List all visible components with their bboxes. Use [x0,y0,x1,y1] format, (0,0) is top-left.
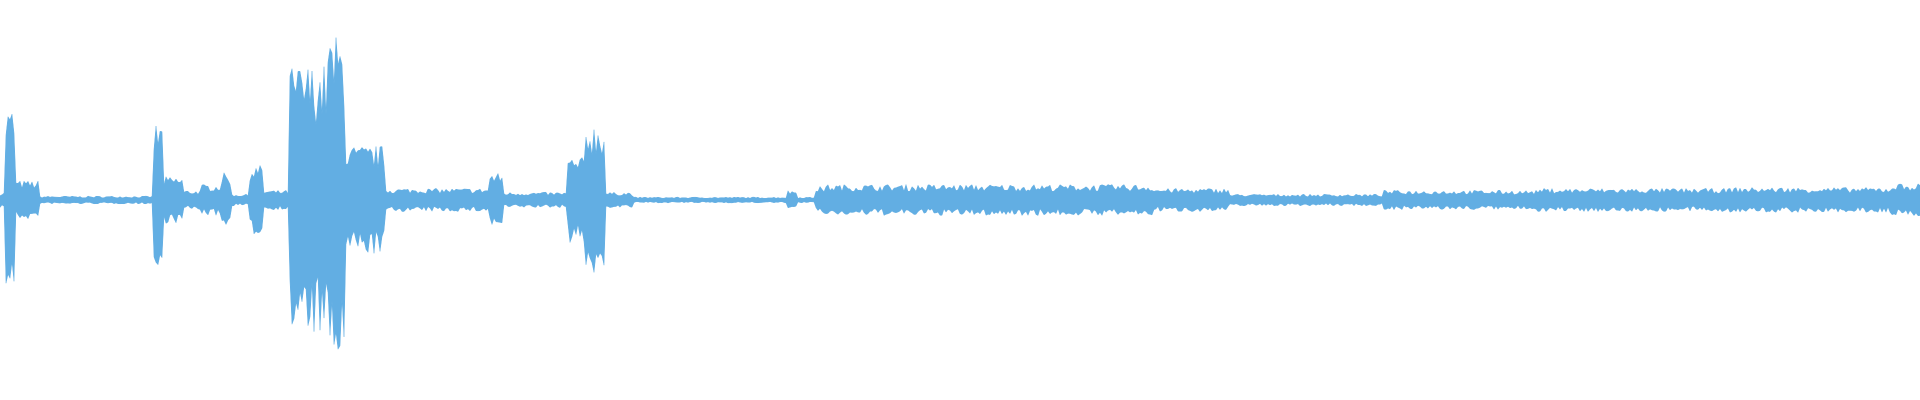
waveform-shape [0,37,1920,350]
